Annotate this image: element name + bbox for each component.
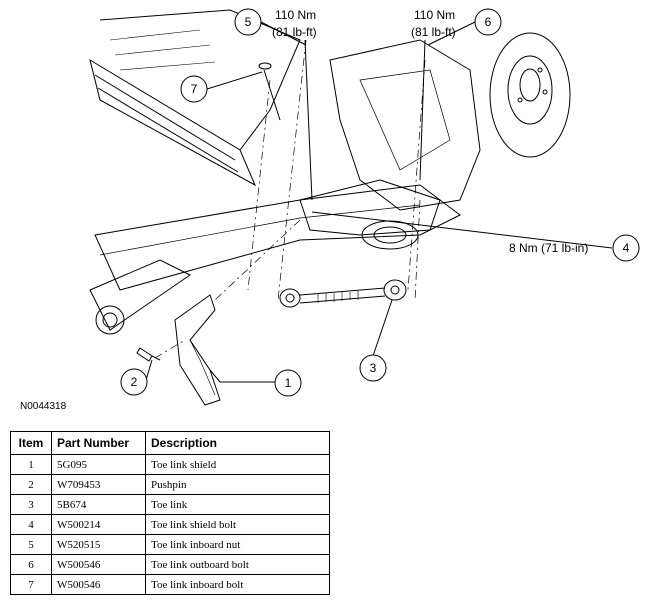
knuckle-detail <box>359 69 451 171</box>
brake-rotor-inner <box>507 55 553 125</box>
cell-part-number: W500214 <box>51 514 146 535</box>
bushing <box>95 305 125 335</box>
callout-3: 3 <box>359 354 387 382</box>
header-part-number: Part Number <box>51 431 146 455</box>
cell-item: 6 <box>10 554 52 575</box>
cell-description: Toe link inboard bolt <box>145 574 330 595</box>
toe-link-shield-fold <box>189 339 216 396</box>
knuckle <box>329 39 481 211</box>
table-header-row: Item Part Number Description <box>10 431 330 455</box>
callout-1: 1 <box>274 369 302 397</box>
svg-text:2: 2 <box>131 375 138 389</box>
subframe <box>94 184 461 291</box>
bolt-6 <box>419 39 426 181</box>
cell-item: 1 <box>10 454 52 475</box>
cell-part-number: 5B674 <box>51 494 146 515</box>
bolt-7 <box>258 62 281 121</box>
lower-arm <box>299 179 441 236</box>
svg-text:6: 6 <box>485 15 492 29</box>
figure-id: N0044318 <box>20 401 67 412</box>
table-row: 1 5G095 Toe link shield <box>10 454 330 475</box>
table-row: 3 5B674 Toe link <box>10 494 330 515</box>
brake-rotor <box>489 32 571 158</box>
frame-rail <box>89 58 257 187</box>
cell-description: Toe link shield bolt <box>145 514 330 535</box>
toe-link-shield <box>174 294 221 406</box>
callout-7: 7 <box>180 75 208 103</box>
svg-text:7: 7 <box>191 82 198 96</box>
frame-rail-inner <box>97 87 239 173</box>
callout-4: 4 <box>612 234 640 262</box>
cell-part-number: W709453 <box>51 474 146 495</box>
bolt-5 <box>304 39 313 201</box>
header-description: Description <box>145 431 330 455</box>
spring-seat-inner <box>373 226 407 244</box>
cell-part-number: W500546 <box>51 574 146 595</box>
callout-5: 5 <box>234 8 262 36</box>
torque-6-line2: (81 lb-ft) <box>411 25 456 39</box>
cell-item: 2 <box>10 474 52 495</box>
header-item: Item <box>10 431 52 455</box>
lug-stud <box>542 89 548 95</box>
cell-part-number: 5G095 <box>51 454 146 475</box>
table-row: 7 W500546 Toe link inboard bolt <box>10 574 330 595</box>
cell-item: 5 <box>10 534 52 555</box>
torque-5-line1: 110 Nm <box>275 8 316 22</box>
callout-6: 6 <box>474 8 502 36</box>
pushpin <box>136 347 161 362</box>
toe-link <box>279 279 407 308</box>
torque-4: 8 Nm (71 lb-in) <box>509 241 588 255</box>
lug-stud <box>537 67 543 73</box>
cell-item: 3 <box>10 494 52 515</box>
cell-description: Pushpin <box>145 474 330 495</box>
exploded-diagram: 1 2 3 4 5 6 7 110 Nm (81 lb-ft) 110 Nm (… <box>89 8 640 406</box>
table-row: 6 W500546 Toe link outboard bolt <box>10 554 330 575</box>
frame-rail-inner <box>94 74 236 161</box>
lug-stud <box>517 97 523 103</box>
bushing <box>102 312 118 328</box>
svg-text:3: 3 <box>370 361 377 375</box>
torque-5-line2: (81 lb-ft) <box>272 25 317 39</box>
floor-pan-rib <box>109 29 216 71</box>
floor-pan <box>99 9 301 151</box>
table-row: 2 W709453 Pushpin <box>10 474 330 495</box>
cell-description: Toe link <box>145 494 330 515</box>
svg-text:4: 4 <box>623 241 630 255</box>
cell-item: 7 <box>10 574 52 595</box>
cell-description: Toe link outboard bolt <box>145 554 330 575</box>
hub <box>519 68 541 102</box>
subframe-edge <box>99 204 421 256</box>
svg-text:1: 1 <box>285 376 292 390</box>
cell-part-number: W520515 <box>51 534 146 555</box>
cell-description: Toe link shield <box>145 454 330 475</box>
table-row: 4 W500214 Toe link shield bolt <box>10 514 330 535</box>
table-row: 5 W520515 Toe link inboard nut <box>10 534 330 555</box>
parts-table: Item Part Number Description 1 5G095 Toe… <box>10 431 330 595</box>
cell-description: Toe link inboard nut <box>145 534 330 555</box>
torque-6-line1: 110 Nm <box>414 8 455 22</box>
callout-2: 2 <box>120 368 148 396</box>
cell-part-number: W500546 <box>51 554 146 575</box>
svg-text:5: 5 <box>245 15 252 29</box>
cell-item: 4 <box>10 514 52 535</box>
